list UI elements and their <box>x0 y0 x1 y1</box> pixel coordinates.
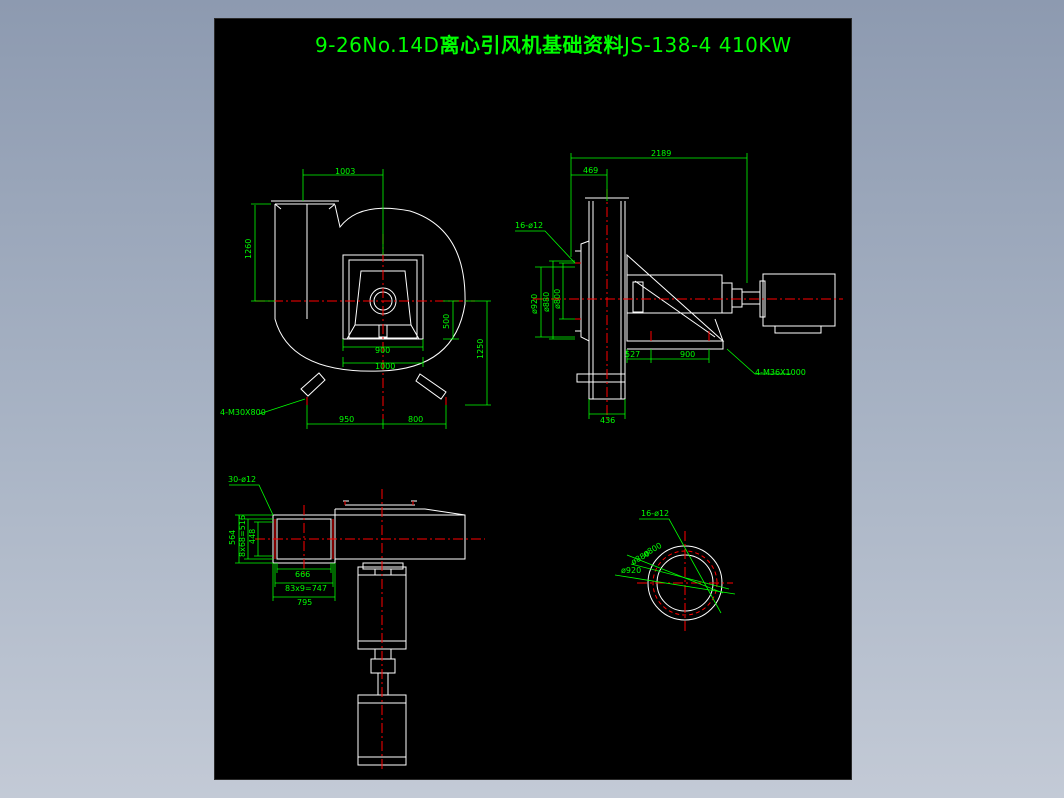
dim-base-inner: 900 <box>375 346 390 355</box>
side-dimensions <box>515 153 791 419</box>
flange-centerlines <box>637 531 733 631</box>
plan-dimensions <box>229 484 336 601</box>
plan-centerlines <box>255 489 485 771</box>
cad-drawing: 1003 1260 900 1000 500 1250 950 800 4-M3… <box>220 149 843 771</box>
dim-d920: ø920 <box>530 294 539 314</box>
dim-436: 436 <box>600 416 615 425</box>
dim-527: 527 <box>625 350 640 359</box>
side-anchor-note: 4-M36X1000 <box>755 368 806 377</box>
dim-flange-offset: 469 <box>583 166 598 175</box>
plan-dim-labels: 30-ø12 564 8x68=516 448 666 83x9=747 795 <box>228 475 327 607</box>
dim-right-bolt: 800 <box>408 415 423 424</box>
front-centerlines <box>255 234 475 419</box>
drawing-sheet: 9-26No.14D离心引风机基础资料JS-138-4 410KW <box>214 18 852 780</box>
dim-d880: ø880 <box>542 292 551 312</box>
dim-747: 83x9=747 <box>285 584 327 593</box>
front-bolt-holes <box>306 397 447 405</box>
side-view <box>515 153 843 419</box>
drawing-title: 9-26No.14D离心引风机基础资料JS-138-4 410KW <box>315 29 792 58</box>
plan-housing <box>272 500 466 766</box>
dim-d800: ø800 <box>553 289 562 309</box>
plan-view <box>229 484 485 771</box>
flange-d920: ø920 <box>621 566 641 575</box>
front-view <box>251 169 491 429</box>
dim-516: 8x68=516 <box>238 515 247 557</box>
dim-564: 564 <box>228 530 237 545</box>
dim-left-bolt: 950 <box>339 415 354 424</box>
plan-holes-note: 30-ø12 <box>228 475 256 484</box>
front-dim-labels: 1003 1260 900 1000 500 1250 950 800 4-M3… <box>220 167 485 424</box>
title-prefix: 9-26No.14D <box>315 33 440 57</box>
flange-leaders <box>614 518 736 614</box>
dim-axis-height: 1250 <box>476 339 485 359</box>
flange-d880: ø880 <box>630 549 652 567</box>
dim-outlet-height: 1260 <box>244 239 253 259</box>
flange-holes-note: 16-ø12 <box>641 509 669 518</box>
dim-795: 795 <box>297 598 312 607</box>
side-housing <box>575 197 836 400</box>
side-flange-holes-note: 16-ø12 <box>515 221 543 230</box>
front-anchor-note: 4-M30X800 <box>220 408 266 417</box>
dim-base-height: 500 <box>442 314 451 329</box>
dim-overall-length: 2189 <box>651 149 671 158</box>
dim-outlet-width: 1003 <box>335 167 355 176</box>
side-dim-labels: 2189 469 16-ø12 ø920 ø880 ø800 527 900 4… <box>515 149 806 425</box>
dim-448: 448 <box>248 529 257 544</box>
side-bolt-holes <box>575 262 710 341</box>
side-centerlines <box>533 189 843 419</box>
plan-bolt-holes <box>274 501 414 559</box>
dim-666: 666 <box>295 570 310 579</box>
dim-900: 900 <box>680 350 695 359</box>
front-dimensions <box>251 169 491 429</box>
title-chinese: 离心引风机基础资料 <box>439 33 624 57</box>
flange-detail <box>614 518 736 631</box>
dim-base-outer: 1000 <box>375 362 395 371</box>
fan-housing <box>271 200 466 400</box>
title-suffix: JS-138-4 410KW <box>623 33 792 57</box>
